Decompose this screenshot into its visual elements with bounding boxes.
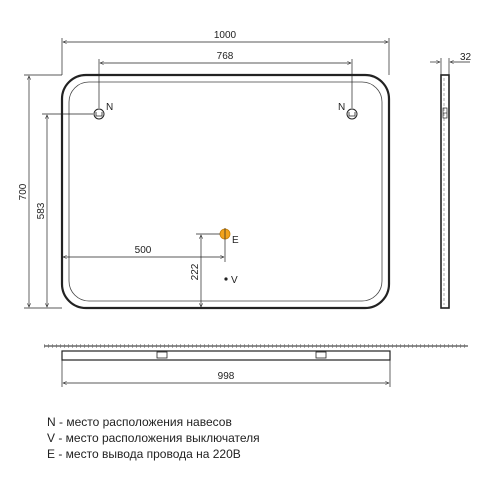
switch-dot-icon [224, 277, 228, 281]
dimension-overall-width [61, 38, 390, 75]
dimension-wire-offset-label: 500 [135, 245, 152, 256]
dimension-overall-height [24, 74, 62, 309]
dimension-overall-height-label: 700 [18, 183, 29, 200]
mirror-outer-frame [60, 73, 391, 310]
legend-hangers: N - место расположения навесов [47, 415, 232, 429]
dimension-wire-offset [63, 228, 226, 262]
mirror-front-view: N N E V [60, 73, 391, 310]
mirror-inner-border [68, 81, 383, 302]
mirror-side-view [440, 74, 450, 309]
dimension-switch-height [196, 233, 220, 307]
hanger-left-label: N [106, 102, 113, 113]
dimension-bottom-width-label: 998 [218, 371, 235, 382]
dimension-bottom-width [61, 360, 391, 387]
legend-switch: V - место расположения выключателя [47, 431, 260, 445]
dimension-hanger-height-label: 583 [36, 202, 47, 219]
wire-outlet-label: E [232, 235, 239, 246]
hanger-right-label: N [338, 102, 345, 113]
dimension-switch-height-label: 222 [190, 263, 201, 280]
dimension-hanger-spacing [98, 59, 353, 108]
dimension-hanger-spacing-label: 768 [217, 51, 234, 62]
dimension-hanger-height [42, 113, 93, 307]
hanger-right-icon [346, 108, 358, 120]
mirror-bottom-view [44, 344, 468, 361]
dimension-depth-label: 32 [460, 52, 472, 63]
legend-wire-outlet: E - место вывода провода на 220В [47, 447, 241, 461]
hanger-left-icon [93, 108, 105, 120]
dimension-overall-width-label: 1000 [214, 30, 237, 41]
switch-label: V [231, 275, 238, 286]
dimension-depth [430, 58, 470, 75]
